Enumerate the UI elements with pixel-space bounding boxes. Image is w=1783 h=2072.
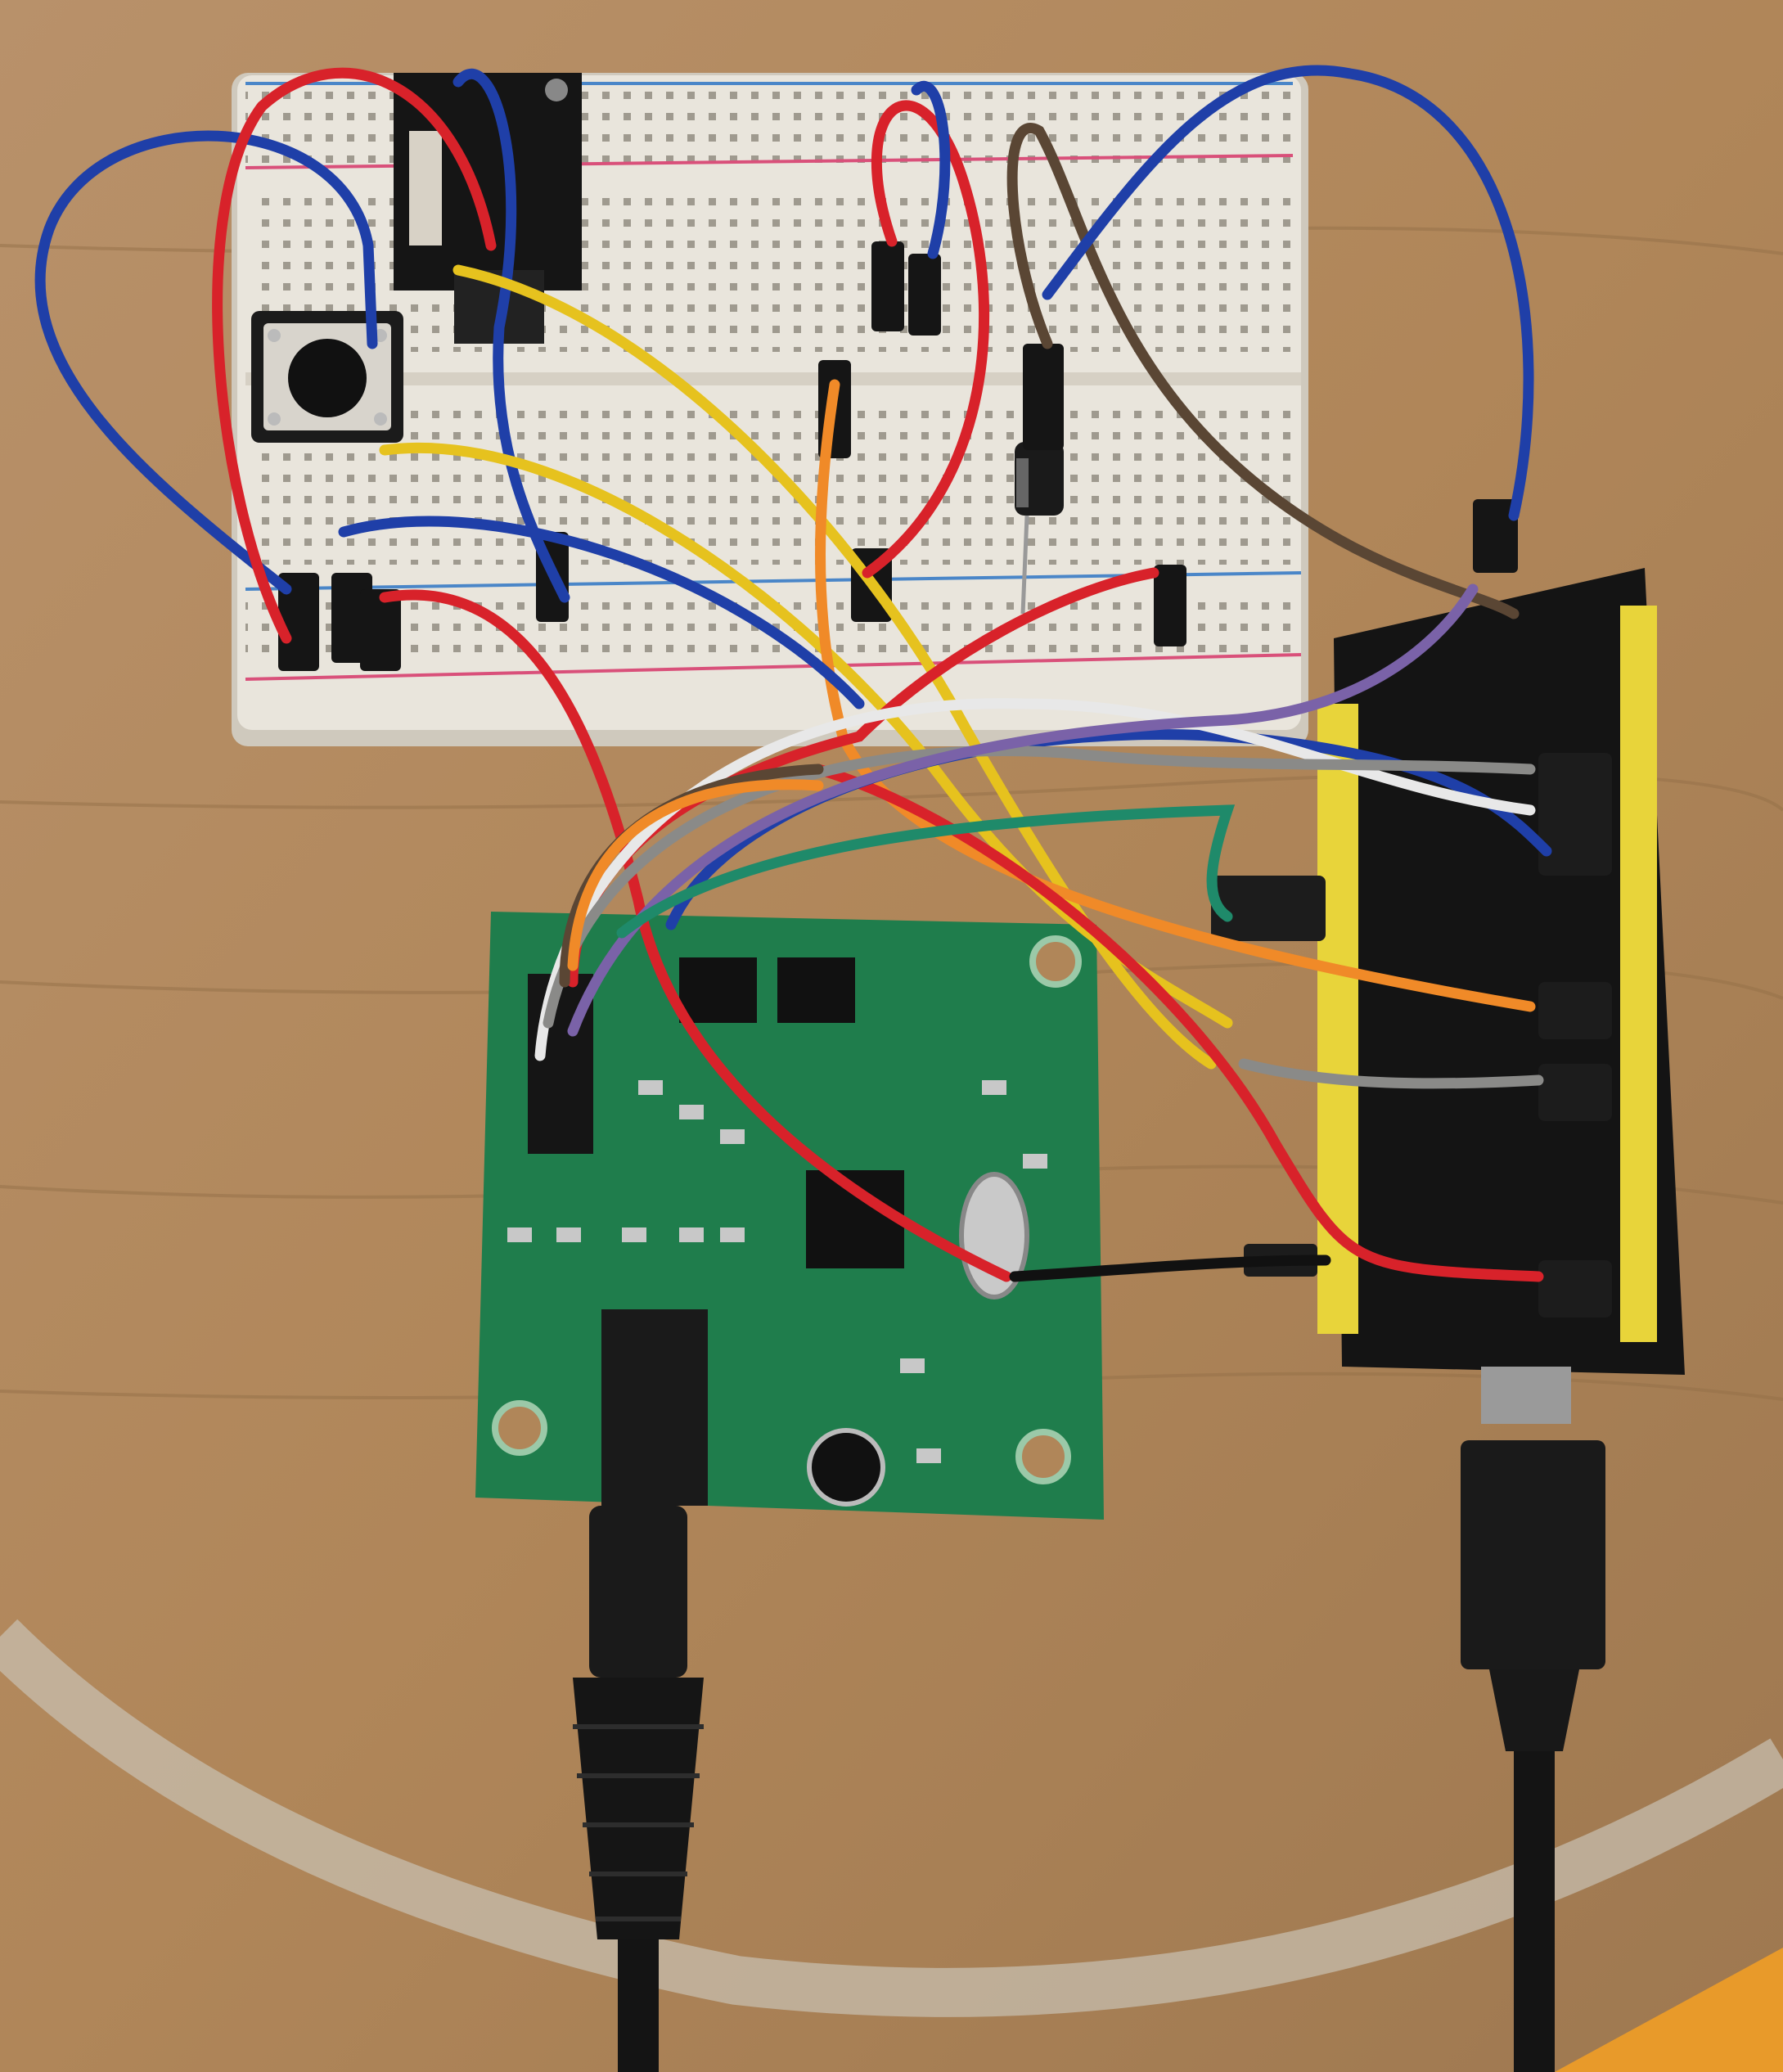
microphone bbox=[807, 1428, 885, 1507]
wire-green bbox=[616, 804, 1236, 939]
wire-gray bbox=[543, 745, 1536, 1029]
wire-yellow-1 bbox=[453, 264, 1217, 1070]
wire-blue-left-loop bbox=[34, 130, 378, 595]
audio-cable bbox=[573, 1506, 704, 2072]
wood-groove-ring bbox=[0, 1619, 1783, 2017]
wire-red-left bbox=[212, 67, 497, 644]
pin-header-right bbox=[1620, 606, 1657, 1342]
push-button[interactable] bbox=[251, 311, 403, 443]
wire-blue-top2 bbox=[911, 80, 951, 259]
wire-red-2 bbox=[379, 589, 1012, 1282]
wire-gray-2 bbox=[1238, 1058, 1544, 1089]
usb-cable bbox=[1461, 1440, 1605, 2072]
audio-codec-board bbox=[475, 912, 1104, 1520]
regulator-1 bbox=[679, 957, 757, 1023]
wire-blue-right-loop bbox=[1042, 65, 1534, 521]
capacitor bbox=[1015, 442, 1064, 615]
wire-red-top bbox=[862, 100, 990, 579]
wire-blue-top bbox=[453, 68, 570, 603]
wire-red-4 bbox=[813, 763, 1544, 1282]
wire-black-crystal bbox=[1009, 1254, 1331, 1282]
jumper-wires bbox=[34, 65, 1552, 1282]
usb-port bbox=[1481, 1367, 1571, 1424]
audio-jack-socket bbox=[601, 1309, 708, 1506]
wire-purple bbox=[567, 583, 1479, 1037]
regulator-2 bbox=[777, 957, 855, 1023]
orange-object-corner bbox=[1555, 1948, 1783, 2072]
wire-blue-mid bbox=[338, 516, 865, 709]
wire-brown bbox=[1006, 123, 1520, 619]
wire-orange-2 bbox=[567, 779, 824, 971]
